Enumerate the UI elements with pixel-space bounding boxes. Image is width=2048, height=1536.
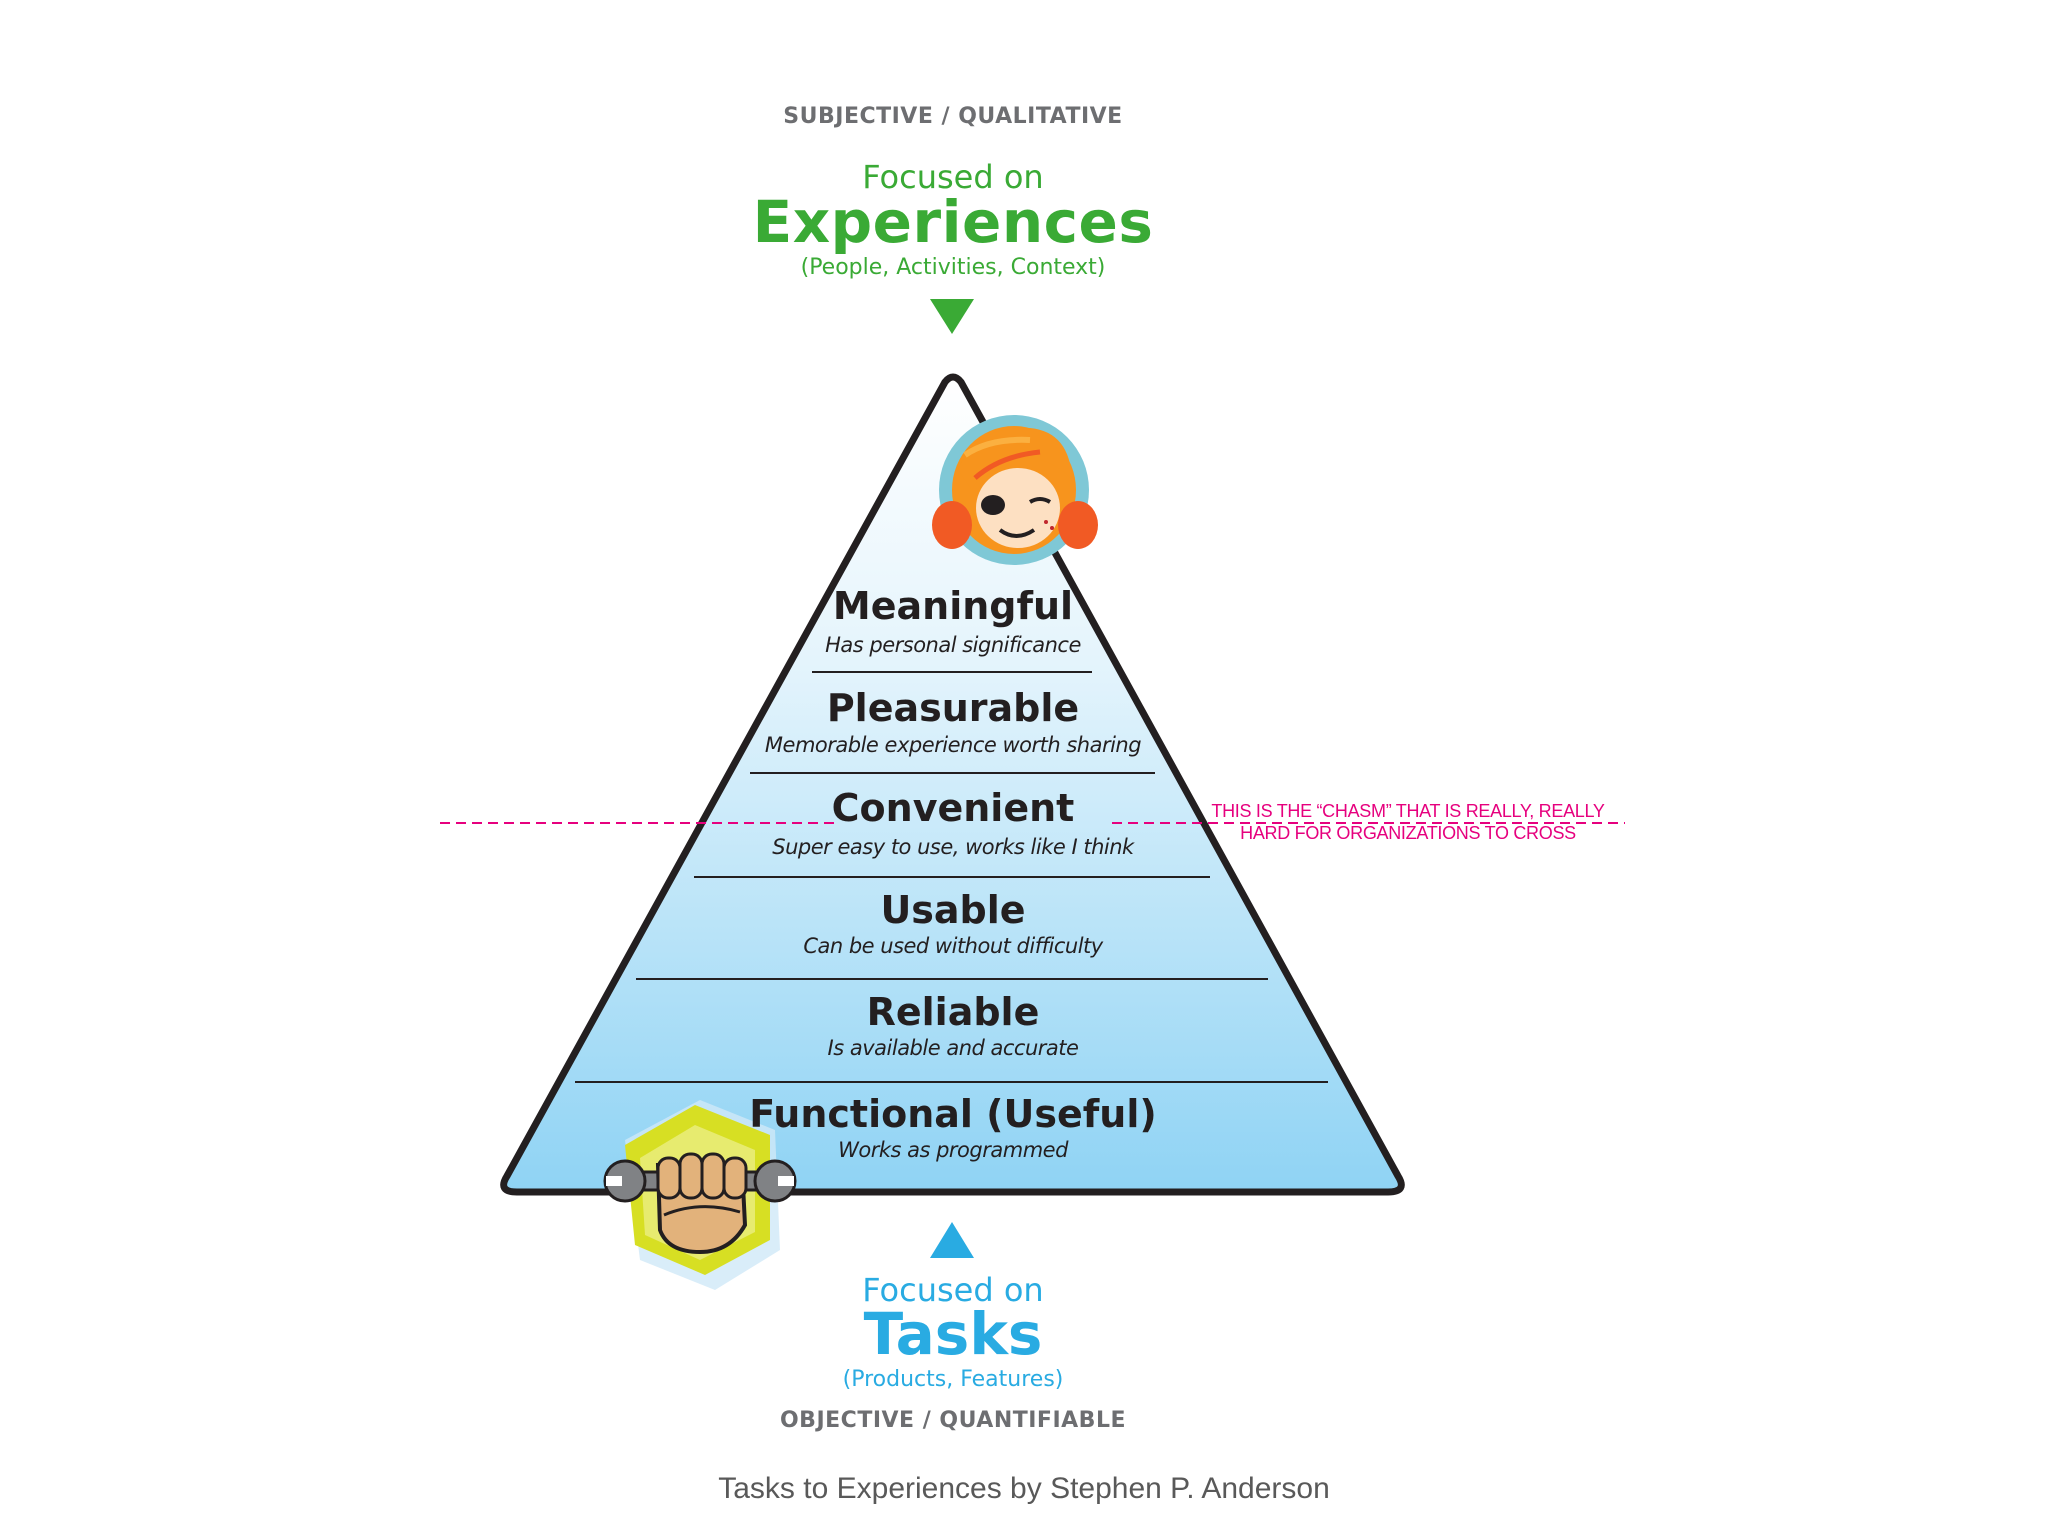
fist-wrench-icon — [603, 1100, 797, 1290]
level-desc-functional: Works as programmed — [838, 1138, 1068, 1162]
level-desc-meaningful: Has personal significance — [825, 633, 1081, 657]
top-focus-title: Experiences — [752, 188, 1154, 256]
level-title-meaningful: Meaningful — [832, 584, 1074, 628]
level-desc-usable: Can be used without difficulty — [803, 934, 1103, 958]
level-desc-reliable: Is available and accurate — [827, 1036, 1079, 1060]
down-arrow-icon — [930, 299, 974, 334]
top-axis-label: SUBJECTIVE / QUALITATIVE — [783, 104, 1123, 129]
level-title-pleasurable: Pleasurable — [826, 686, 1080, 730]
top-focus-subtitle: (People, Activities, Context) — [800, 255, 1106, 280]
girl-face-icon — [932, 415, 1098, 565]
level-title-usable: Usable — [880, 888, 1026, 932]
level-desc-pleasurable: Memorable experience worth sharing — [764, 733, 1142, 757]
chasm-note: THIS IS THE “CHASM” THAT IS REALLY, REAL… — [1211, 801, 1605, 843]
pyramid-shape — [500, 373, 1405, 1196]
level-desc-convenient: Super easy to use, works like I think — [772, 835, 1134, 859]
level-title-convenient: Convenient — [831, 786, 1075, 830]
level-title-reliable: Reliable — [866, 990, 1040, 1034]
top-focus-prefix: Focused on — [862, 158, 1044, 196]
bottom-focus-title: Tasks — [863, 1300, 1043, 1368]
figure-caption: Tasks to Experiences by Stephen P. Ander… — [718, 1472, 1330, 1505]
level-title-functional: Functional (Useful) — [749, 1092, 1157, 1136]
up-arrow-icon — [930, 1222, 974, 1258]
bottom-focus-subtitle: (Products, Features) — [842, 1367, 1064, 1392]
bottom-axis-label: OBJECTIVE / QUANTIFIABLE — [779, 1408, 1126, 1433]
bottom-focus-prefix: Focused on — [862, 1271, 1044, 1309]
